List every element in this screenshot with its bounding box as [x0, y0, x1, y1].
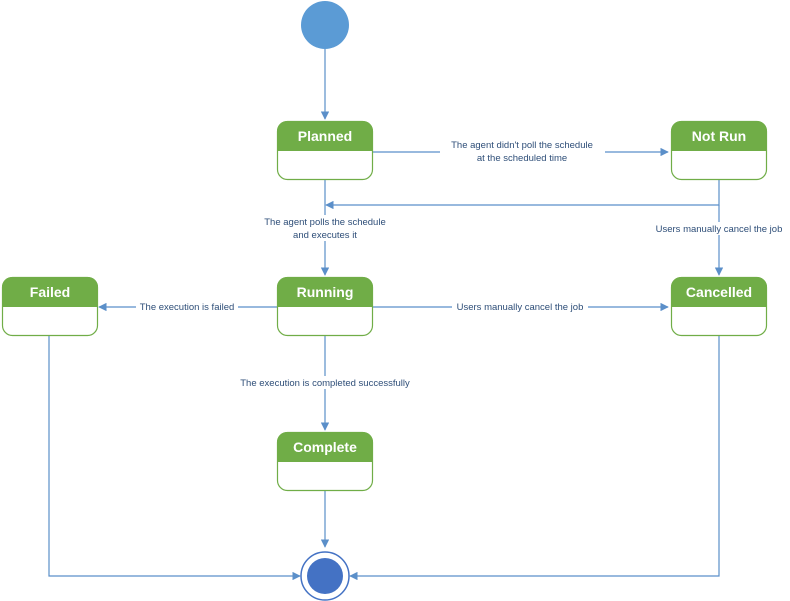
label-planned-to-running-line1: The agent polls the schedule: [264, 217, 385, 228]
label-planned-to-not-run-line2: at the scheduled time: [477, 153, 567, 164]
state-complete[interactable]: Complete: [276, 431, 374, 492]
state-failed-title: Failed: [30, 284, 70, 300]
label-running-to-cancelled: Users manually cancel the job: [457, 302, 584, 313]
label-running-to-complete: The execution is completed successfully: [240, 378, 410, 389]
edge-failed-to-final: [48, 336, 301, 581]
initial-node: [301, 1, 349, 49]
edge-labels: The agent didn't poll the schedule at th…: [136, 138, 788, 389]
state-failed[interactable]: Failed: [1, 276, 99, 337]
state-running-title: Running: [297, 284, 354, 300]
state-not-run[interactable]: Not Run: [670, 120, 768, 181]
edge-not-run-back-to-main: [325, 180, 720, 210]
final-node: [300, 551, 350, 601]
state-cancelled[interactable]: Cancelled: [670, 276, 768, 337]
label-planned-to-not-run-line1: The agent didn't poll the schedule: [451, 140, 593, 151]
state-cancelled-title: Cancelled: [686, 284, 752, 300]
state-not-run-title: Not Run: [692, 128, 746, 144]
state-complete-title: Complete: [293, 439, 357, 455]
state-planned-title: Planned: [298, 128, 352, 144]
state-running[interactable]: Running: [276, 276, 374, 337]
label-not-run-to-cancelled: Users manually cancel the job: [656, 224, 783, 235]
edge-cancelled-to-final: [349, 336, 720, 581]
state-planned[interactable]: Planned: [276, 120, 374, 181]
label-running-to-failed: The execution is failed: [140, 302, 235, 313]
label-planned-to-running-line2: and executes it: [293, 230, 357, 241]
